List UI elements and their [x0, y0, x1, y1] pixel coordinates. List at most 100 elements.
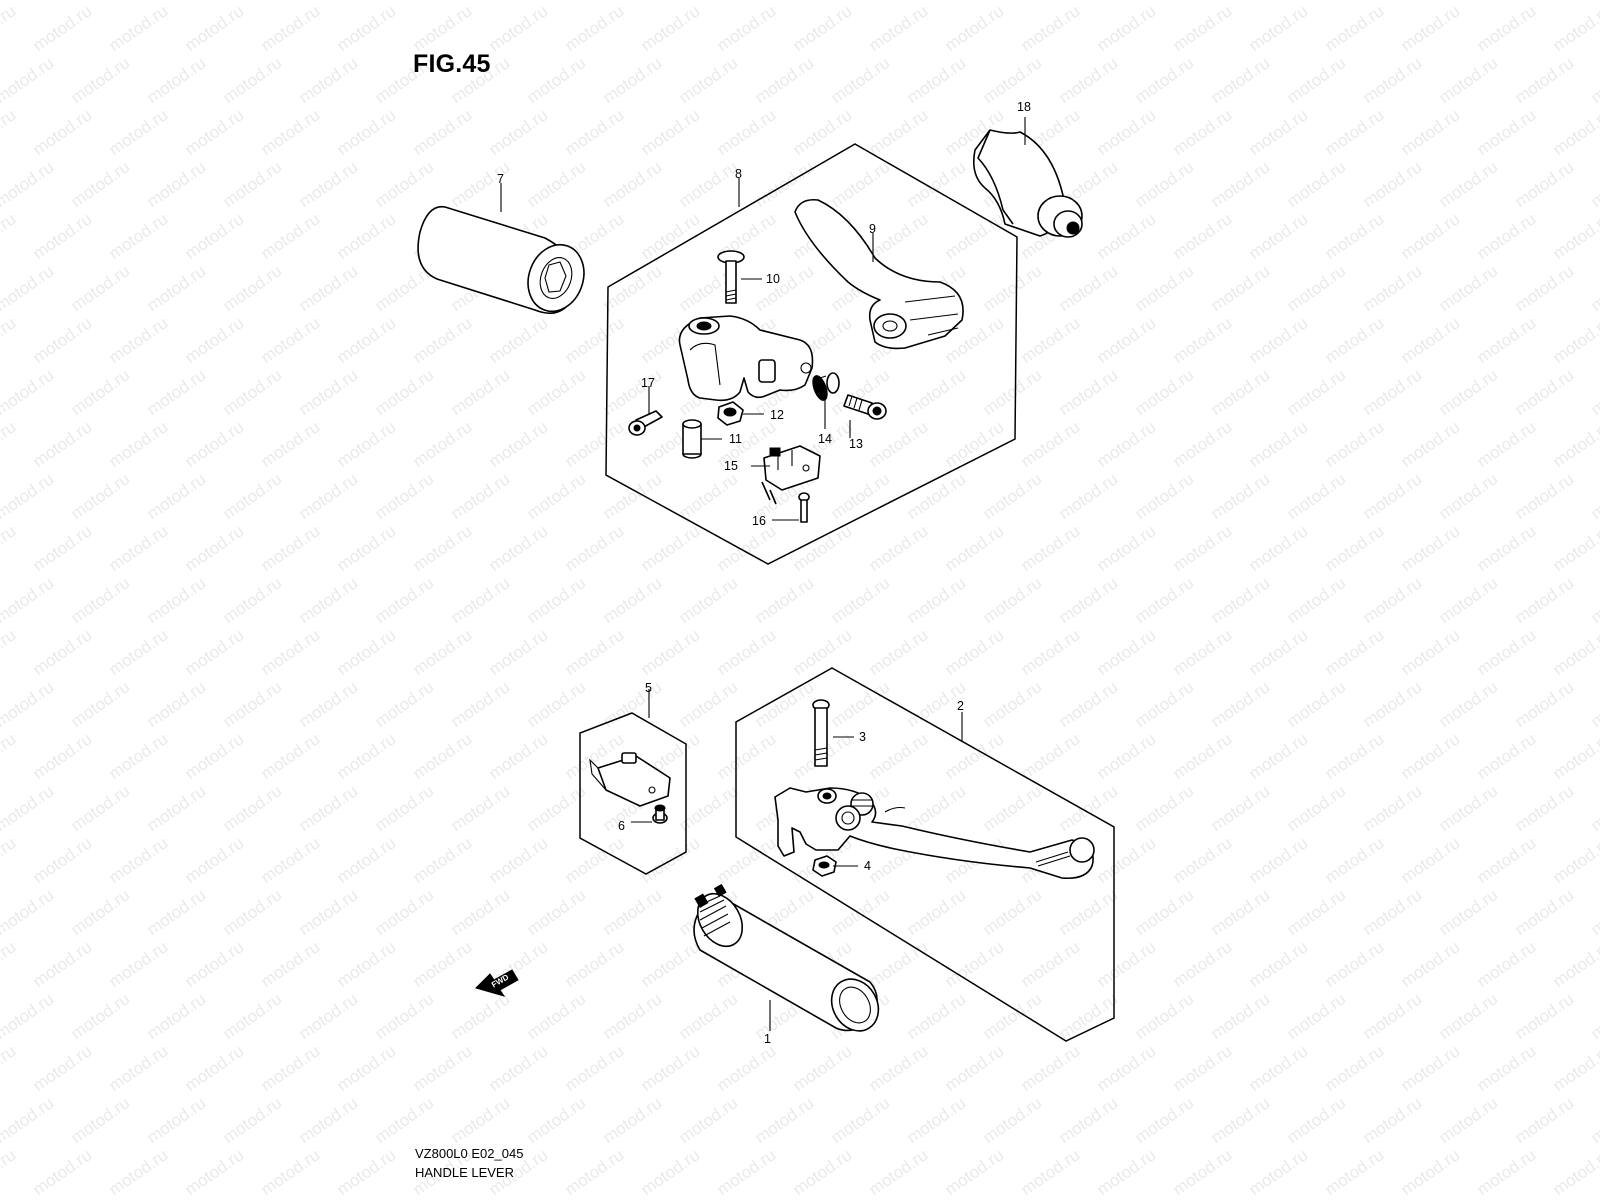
watermark-text: motod.ru — [751, 573, 817, 627]
adjuster-part-14 — [812, 372, 840, 401]
watermark-text: motod.ru — [675, 157, 741, 211]
watermark-text: motod.ru — [371, 781, 437, 835]
watermark-text: motod.ru — [903, 469, 969, 523]
watermark-text: motod.ru — [1587, 53, 1600, 107]
watermark-text: motod.ru — [0, 209, 19, 263]
watermark-text: motod.ru — [181, 105, 247, 159]
watermark-text: motod.ru — [865, 417, 931, 471]
watermark-text: motod.ru — [1473, 1, 1539, 55]
watermark-text: motod.ru — [485, 729, 551, 783]
watermark-text: motod.ru — [1055, 677, 1121, 731]
watermark-text: motod.ru — [1359, 53, 1425, 107]
watermark-text: motod.ru — [1549, 937, 1600, 991]
watermark-text: motod.ru — [219, 781, 285, 835]
watermark-text: motod.ru — [0, 157, 57, 211]
watermark-text: motod.ru — [1093, 417, 1159, 471]
watermark-text: motod.ru — [409, 625, 475, 679]
watermark-text: motod.ru — [1131, 53, 1197, 107]
watermark-text: motod.ru — [371, 157, 437, 211]
watermark-text: motod.ru — [1131, 781, 1197, 835]
watermark-text: motod.ru — [0, 833, 19, 887]
watermark-text: motod.ru — [637, 209, 703, 263]
watermark-text: motod.ru — [713, 521, 779, 575]
watermark-text: motod.ru — [751, 677, 817, 731]
watermark-text: motod.ru — [1511, 157, 1577, 211]
watermark-text: motod.ru — [1093, 729, 1159, 783]
watermark-text: motod.ru — [219, 885, 285, 939]
watermark-text: motod.ru — [865, 937, 931, 991]
watermark-text: motod.ru — [1511, 365, 1577, 419]
watermark-text: motod.ru — [827, 573, 893, 627]
watermark-text: motod.ru — [827, 885, 893, 939]
watermark-text: motod.ru — [523, 365, 589, 419]
watermark-text: motod.ru — [1587, 261, 1600, 315]
leader-lines — [500, 117, 1026, 1031]
watermark-text: motod.ru — [29, 105, 95, 159]
watermark-text: motod.ru — [979, 0, 1045, 3]
watermark-text: motod.ru — [1169, 729, 1235, 783]
watermark-text: motod.ru — [105, 833, 171, 887]
watermark-text: motod.ru — [1511, 53, 1577, 107]
watermark-text: motod.ru — [333, 313, 399, 367]
watermark-text: motod.ru — [1055, 1093, 1121, 1147]
watermark-text: motod.ru — [1017, 1041, 1083, 1095]
watermark-text: motod.ru — [1131, 0, 1197, 3]
watermark-text: motod.ru — [637, 521, 703, 575]
watermark-text: motod.ru — [1093, 105, 1159, 159]
watermark-text: motod.ru — [67, 885, 133, 939]
watermark-text: motod.ru — [1473, 313, 1539, 367]
watermark-text: motod.ru — [865, 1145, 931, 1199]
watermark-text: motod.ru — [789, 105, 855, 159]
watermark-text: motod.ru — [1511, 781, 1577, 835]
watermark-text: motod.ru — [409, 937, 475, 991]
watermark-text: motod.ru — [1549, 625, 1600, 679]
watermark-text: motod.ru — [903, 573, 969, 627]
watermark-text: motod.ru — [1055, 989, 1121, 1043]
watermark-text: motod.ru — [979, 573, 1045, 627]
watermark-text: motod.ru — [1549, 105, 1600, 159]
clutch-lever-part-9 — [794, 198, 964, 350]
watermark-text: motod.ru — [1549, 521, 1600, 575]
watermark-text: motod.ru — [219, 989, 285, 1043]
bar-end-part-18 — [972, 129, 1083, 238]
watermark-text: motod.ru — [1473, 1041, 1539, 1095]
watermark-text: motod.ru — [447, 781, 513, 835]
watermark-text: motod.ru — [713, 1, 779, 55]
watermark-text: motod.ru — [105, 105, 171, 159]
watermark-text: motod.ru — [371, 0, 437, 3]
watermark-text: motod.ru — [1207, 573, 1273, 627]
watermark-text: motod.ru — [1359, 989, 1425, 1043]
watermark-text: motod.ru — [1245, 105, 1311, 159]
watermark-text: motod.ru — [1207, 157, 1273, 211]
watermark-text: motod.ru — [789, 1145, 855, 1199]
watermark-text: motod.ru — [143, 469, 209, 523]
watermark-text: motod.ru — [1397, 1041, 1463, 1095]
watermark-text: motod.ru — [1017, 937, 1083, 991]
watermark-text: motod.ru — [1169, 521, 1235, 575]
watermark-text: motod.ru — [1321, 625, 1387, 679]
watermark-text: motod.ru — [295, 1093, 361, 1147]
watermark-text: motod.ru — [1587, 989, 1600, 1043]
watermark-text: motod.ru — [599, 157, 665, 211]
watermark-text: motod.ru — [1093, 833, 1159, 887]
pivot-bolt-part-10 — [717, 250, 745, 304]
watermark-text: motod.ru — [979, 885, 1045, 939]
watermark-text: motod.ru — [827, 677, 893, 731]
watermark-text: motod.ru — [181, 1145, 247, 1199]
watermark-text: motod.ru — [523, 53, 589, 107]
watermark-text: motod.ru — [447, 885, 513, 939]
watermark-text: motod.ru — [333, 521, 399, 575]
watermark-text: motod.ru — [295, 365, 361, 419]
callout-7: 7 — [497, 172, 504, 186]
watermark-text: motod.ru — [979, 1093, 1045, 1147]
watermark-text: motod.ru — [827, 157, 893, 211]
watermark-text: motod.ru — [181, 833, 247, 887]
watermark-text: motod.ru — [561, 1145, 627, 1199]
screw-part-17 — [628, 410, 663, 436]
watermark-text: motod.ru — [409, 521, 475, 575]
watermark-text: motod.ru — [447, 365, 513, 419]
watermark-text: motod.ru — [485, 417, 551, 471]
callout-14: 14 — [818, 432, 832, 446]
callout-15: 15 — [724, 459, 738, 473]
